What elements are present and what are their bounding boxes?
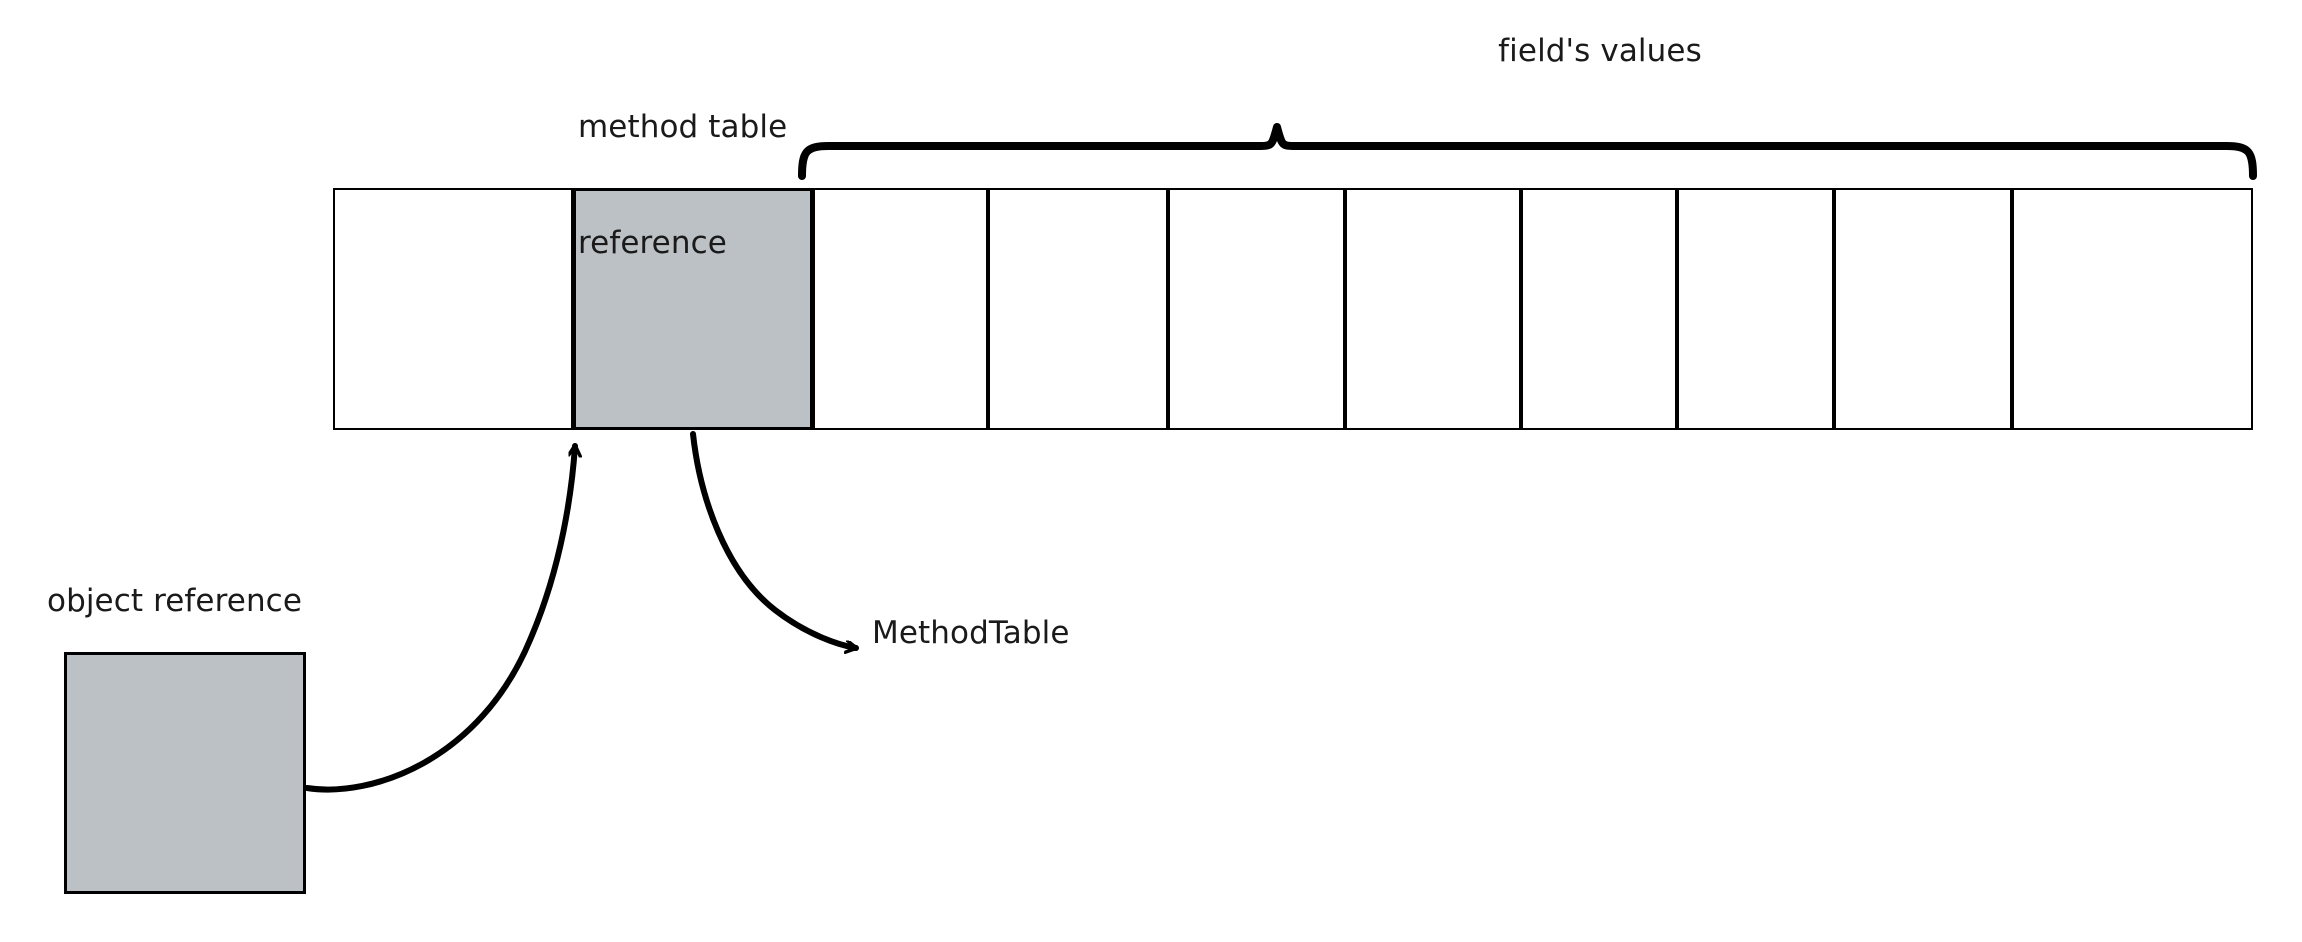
object-memory-row — [333, 188, 2253, 430]
object-reference-connector — [304, 443, 575, 793]
memory-cell-field-2 — [988, 188, 1168, 430]
field-values-brace — [798, 123, 2257, 180]
memory-cell-field-1 — [813, 188, 988, 430]
label-method-table-reference: method table reference — [578, 30, 878, 340]
memory-cell-field-5 — [1521, 188, 1677, 430]
method-table-connector — [690, 431, 859, 648]
memory-cell-field-8 — [2012, 188, 2253, 430]
memory-cell-field-3 — [1168, 188, 1345, 430]
label-field-values: field's values — [1498, 33, 1702, 69]
label-method-table-reference-line2: reference — [578, 224, 727, 261]
label-method-table-reference-line1: method table — [578, 108, 788, 145]
label-method-table: MethodTable — [872, 615, 1070, 651]
label-object-reference: object reference — [47, 583, 303, 619]
memory-cell-sync-block — [333, 188, 573, 430]
memory-cell-field-6 — [1677, 188, 1834, 430]
memory-cell-field-7 — [1834, 188, 2012, 430]
object-reference-box — [64, 652, 306, 894]
memory-cell-method-table-reference — [573, 188, 813, 430]
memory-cell-field-4 — [1345, 188, 1521, 430]
